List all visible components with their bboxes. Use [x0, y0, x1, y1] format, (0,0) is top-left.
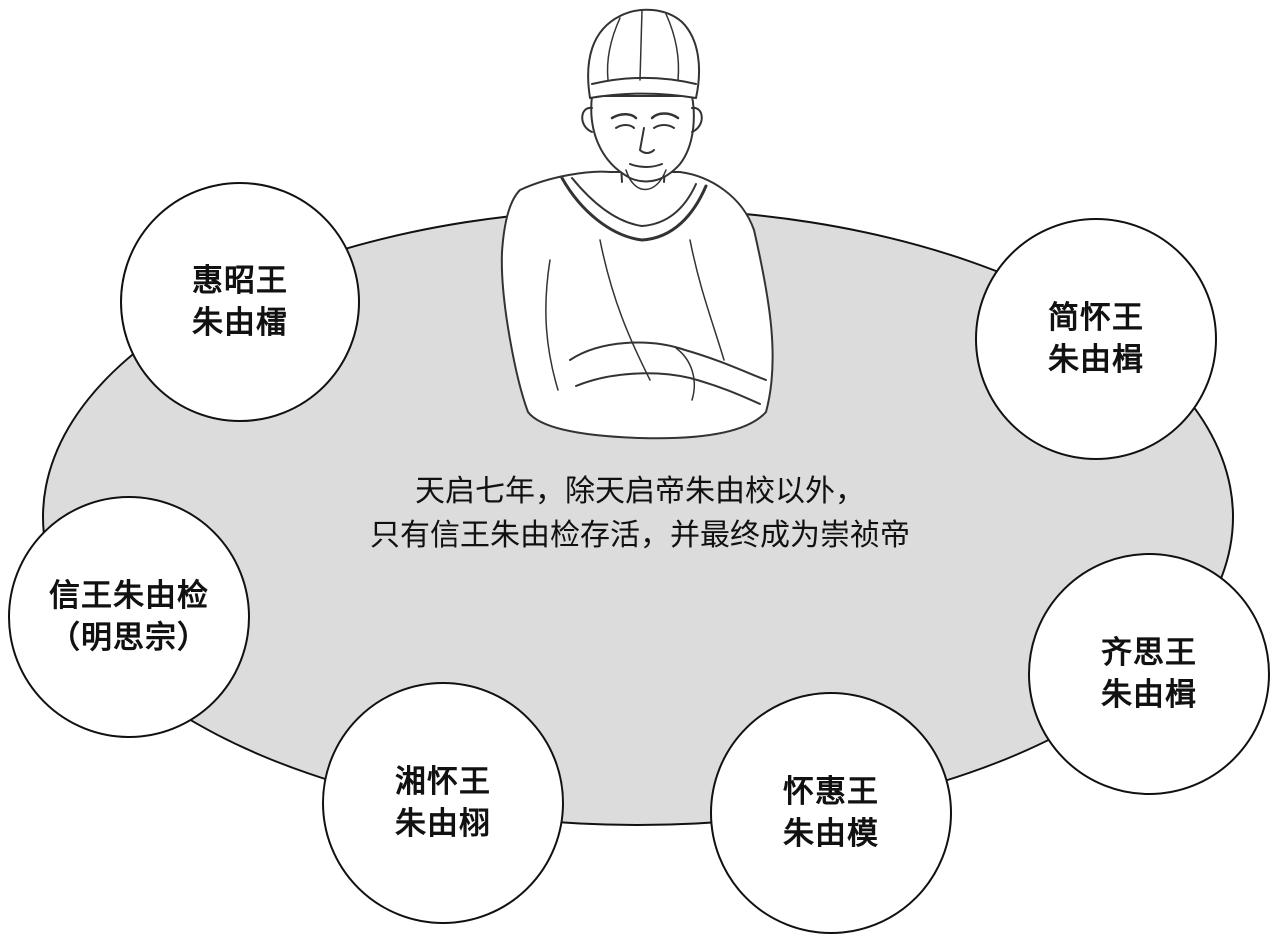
node-title: 信王朱由检 [49, 578, 209, 614]
node-xin-wang: 信王朱由检 （明思宗） [8, 496, 250, 738]
node-name: 朱由楫 [1048, 342, 1144, 378]
node-name: 朱由栩 [395, 806, 491, 842]
node-title: 惠昭王 [192, 263, 288, 299]
node-name: 朱由檑 [192, 305, 288, 341]
node-title: 湘怀王 [395, 764, 491, 800]
node-title: 齐思王 [1101, 635, 1197, 671]
node-name: （明思宗） [49, 620, 209, 656]
node-huizhao-wang: 惠昭王 朱由檑 [120, 182, 360, 422]
caption-line-1: 天启七年，除天启帝朱由校以外， [415, 474, 865, 509]
node-qisi-wang: 齐思王 朱由楫 [1028, 553, 1270, 795]
diagram-caption: 天启七年，除天启帝朱由校以外， 只有信王朱由检存活，并最终成为崇祯帝 [300, 470, 980, 558]
node-huaihui-wang: 怀惠王 朱由模 [710, 692, 952, 934]
node-xianghuai-wang: 湘怀王 朱由栩 [322, 682, 564, 924]
emperor-portrait-icon [500, 8, 774, 440]
node-jianhuai-wang: 简怀王 朱由楫 [975, 218, 1217, 460]
node-name: 朱由楫 [1101, 677, 1197, 713]
caption-line-2: 只有信王朱由检存活，并最终成为崇祯帝 [370, 518, 910, 553]
node-title: 简怀王 [1048, 300, 1144, 336]
node-title: 怀惠王 [783, 774, 879, 810]
node-name: 朱由模 [783, 816, 879, 852]
